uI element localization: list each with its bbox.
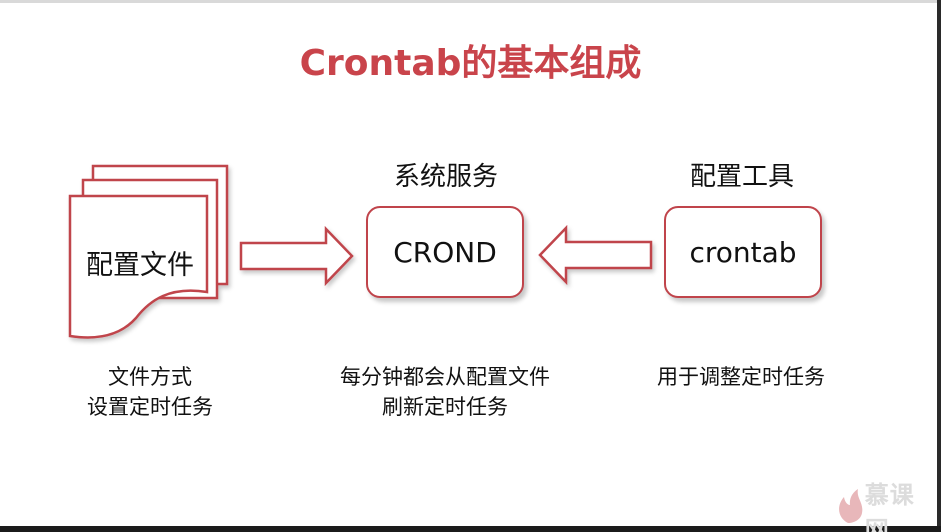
document-stack-icon xyxy=(68,164,229,339)
system-service-heading: 系统服务 xyxy=(393,162,498,192)
caption-line: 文件方式 xyxy=(108,365,192,389)
logo-text: 慕课网 xyxy=(864,481,915,532)
arrow-right-icon xyxy=(239,225,354,287)
crond-label: CROND xyxy=(393,235,497,269)
bottom-edge xyxy=(0,526,941,532)
caption-line: 刷新定时任务 xyxy=(382,395,508,419)
right-edge xyxy=(937,0,941,532)
caption-line: 每分钟都会从配置文件 xyxy=(340,365,550,389)
config-file-caption: 文件方式 设置定时任务 xyxy=(50,362,250,422)
caption-line: 用于调整定时任务 xyxy=(657,365,825,389)
config-tool-caption: 用于调整定时任务 xyxy=(626,362,856,392)
arrow-left-icon xyxy=(538,224,653,286)
flame-icon xyxy=(839,489,863,523)
crontab-box: crontab xyxy=(664,206,822,298)
slide-title: Crontab的基本组成 xyxy=(299,43,642,84)
config-file-label: 配置文件 xyxy=(86,250,194,281)
crond-box: CROND xyxy=(366,206,524,298)
system-service-caption: 每分钟都会从配置文件 刷新定时任务 xyxy=(310,362,580,422)
config-tool-heading: 配置工具 xyxy=(689,162,794,192)
top-edge xyxy=(0,0,941,3)
site-logo: 慕课网 xyxy=(836,481,936,532)
crontab-label: crontab xyxy=(689,235,797,269)
caption-line: 设置定时任务 xyxy=(87,395,213,419)
